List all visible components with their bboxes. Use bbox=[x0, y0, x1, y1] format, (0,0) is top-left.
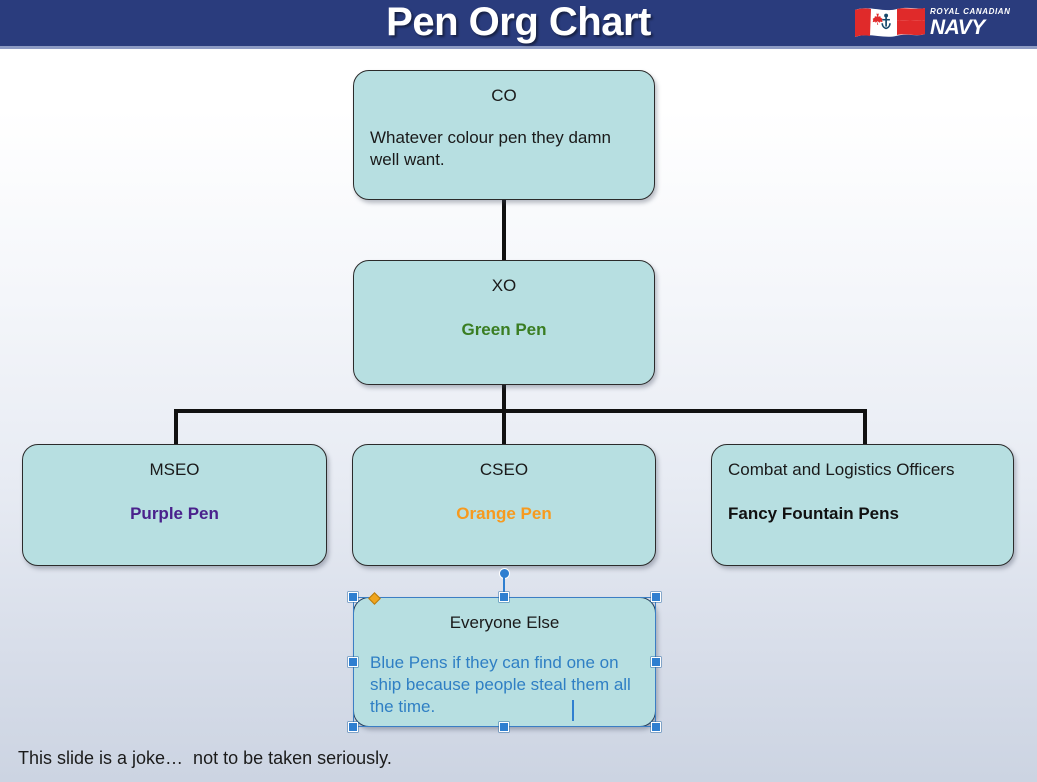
org-node-mseo-detail: Purple Pen bbox=[130, 504, 219, 523]
logo-wordmark: ROYAL CANADIAN NAVY bbox=[930, 7, 1011, 39]
resize-handle-top-right[interactable] bbox=[651, 592, 661, 602]
connector-horizontal-bus bbox=[174, 409, 867, 413]
org-node-everyone-role: Everyone Else bbox=[449, 613, 560, 632]
logo-line-navy: NAVY bbox=[930, 16, 985, 39]
connection-point-stem bbox=[503, 576, 505, 598]
org-node-everyone-detail: Blue Pens if they can find one on ship b… bbox=[370, 653, 631, 716]
org-node-cseo-detail: Orange Pen bbox=[456, 504, 552, 523]
org-node-xo[interactable]: XO Green Pen bbox=[353, 260, 655, 385]
org-node-xo-role: XO bbox=[491, 276, 517, 295]
org-node-co-detail: Whatever colour pen they damn well want. bbox=[370, 128, 611, 169]
logo-line-royal-canadian: ROYAL CANADIAN bbox=[930, 7, 1011, 16]
org-node-cseo[interactable]: CSEO Orange Pen bbox=[352, 444, 656, 566]
resize-handle-middle-left[interactable] bbox=[348, 657, 358, 667]
resize-handle-bottom-left[interactable] bbox=[348, 722, 358, 732]
resize-handle-bottom-right[interactable] bbox=[651, 722, 661, 732]
org-node-clo-detail: Fancy Fountain Pens bbox=[728, 504, 899, 523]
connector-to-cseo bbox=[502, 409, 506, 445]
resize-handle-top-left[interactable] bbox=[348, 592, 358, 602]
org-node-mseo-role: MSEO bbox=[149, 460, 200, 479]
text-cursor-caret bbox=[572, 700, 574, 721]
org-node-co-role: CO bbox=[491, 86, 517, 105]
org-node-combat-logistics-officers[interactable]: Combat and Logistics Officers Fancy Foun… bbox=[711, 444, 1014, 566]
connector-to-clo bbox=[863, 409, 867, 445]
header-underline bbox=[0, 46, 1037, 49]
org-node-co[interactable]: CO Whatever colour pen they damn well wa… bbox=[353, 70, 655, 200]
naval-anchor-badge-icon bbox=[881, 13, 891, 30]
connector-to-mseo bbox=[174, 409, 178, 445]
connector-co-to-xo bbox=[502, 200, 506, 260]
connector-xo-stem bbox=[502, 385, 506, 413]
org-node-mseo[interactable]: MSEO Purple Pen bbox=[22, 444, 327, 566]
royal-canadian-navy-logo: ROYAL CANADIAN NAVY bbox=[853, 2, 1029, 44]
slide-footnote: This slide is a joke… not to be taken se… bbox=[18, 748, 392, 768]
page-title: Pen Org Chart bbox=[386, 0, 651, 44]
resize-handle-middle-right[interactable] bbox=[651, 657, 661, 667]
org-node-everyone-else[interactable]: Everyone Else Blue Pens if they can find… bbox=[353, 597, 656, 727]
org-node-cseo-role: CSEO bbox=[479, 460, 529, 479]
resize-handle-bottom-center[interactable] bbox=[499, 722, 509, 732]
org-node-xo-detail: Green Pen bbox=[461, 320, 547, 339]
canadian-flag-icon bbox=[853, 4, 927, 42]
resize-handle-top-center[interactable] bbox=[499, 592, 509, 602]
org-node-clo-role: Combat and Logistics Officers bbox=[728, 460, 955, 479]
